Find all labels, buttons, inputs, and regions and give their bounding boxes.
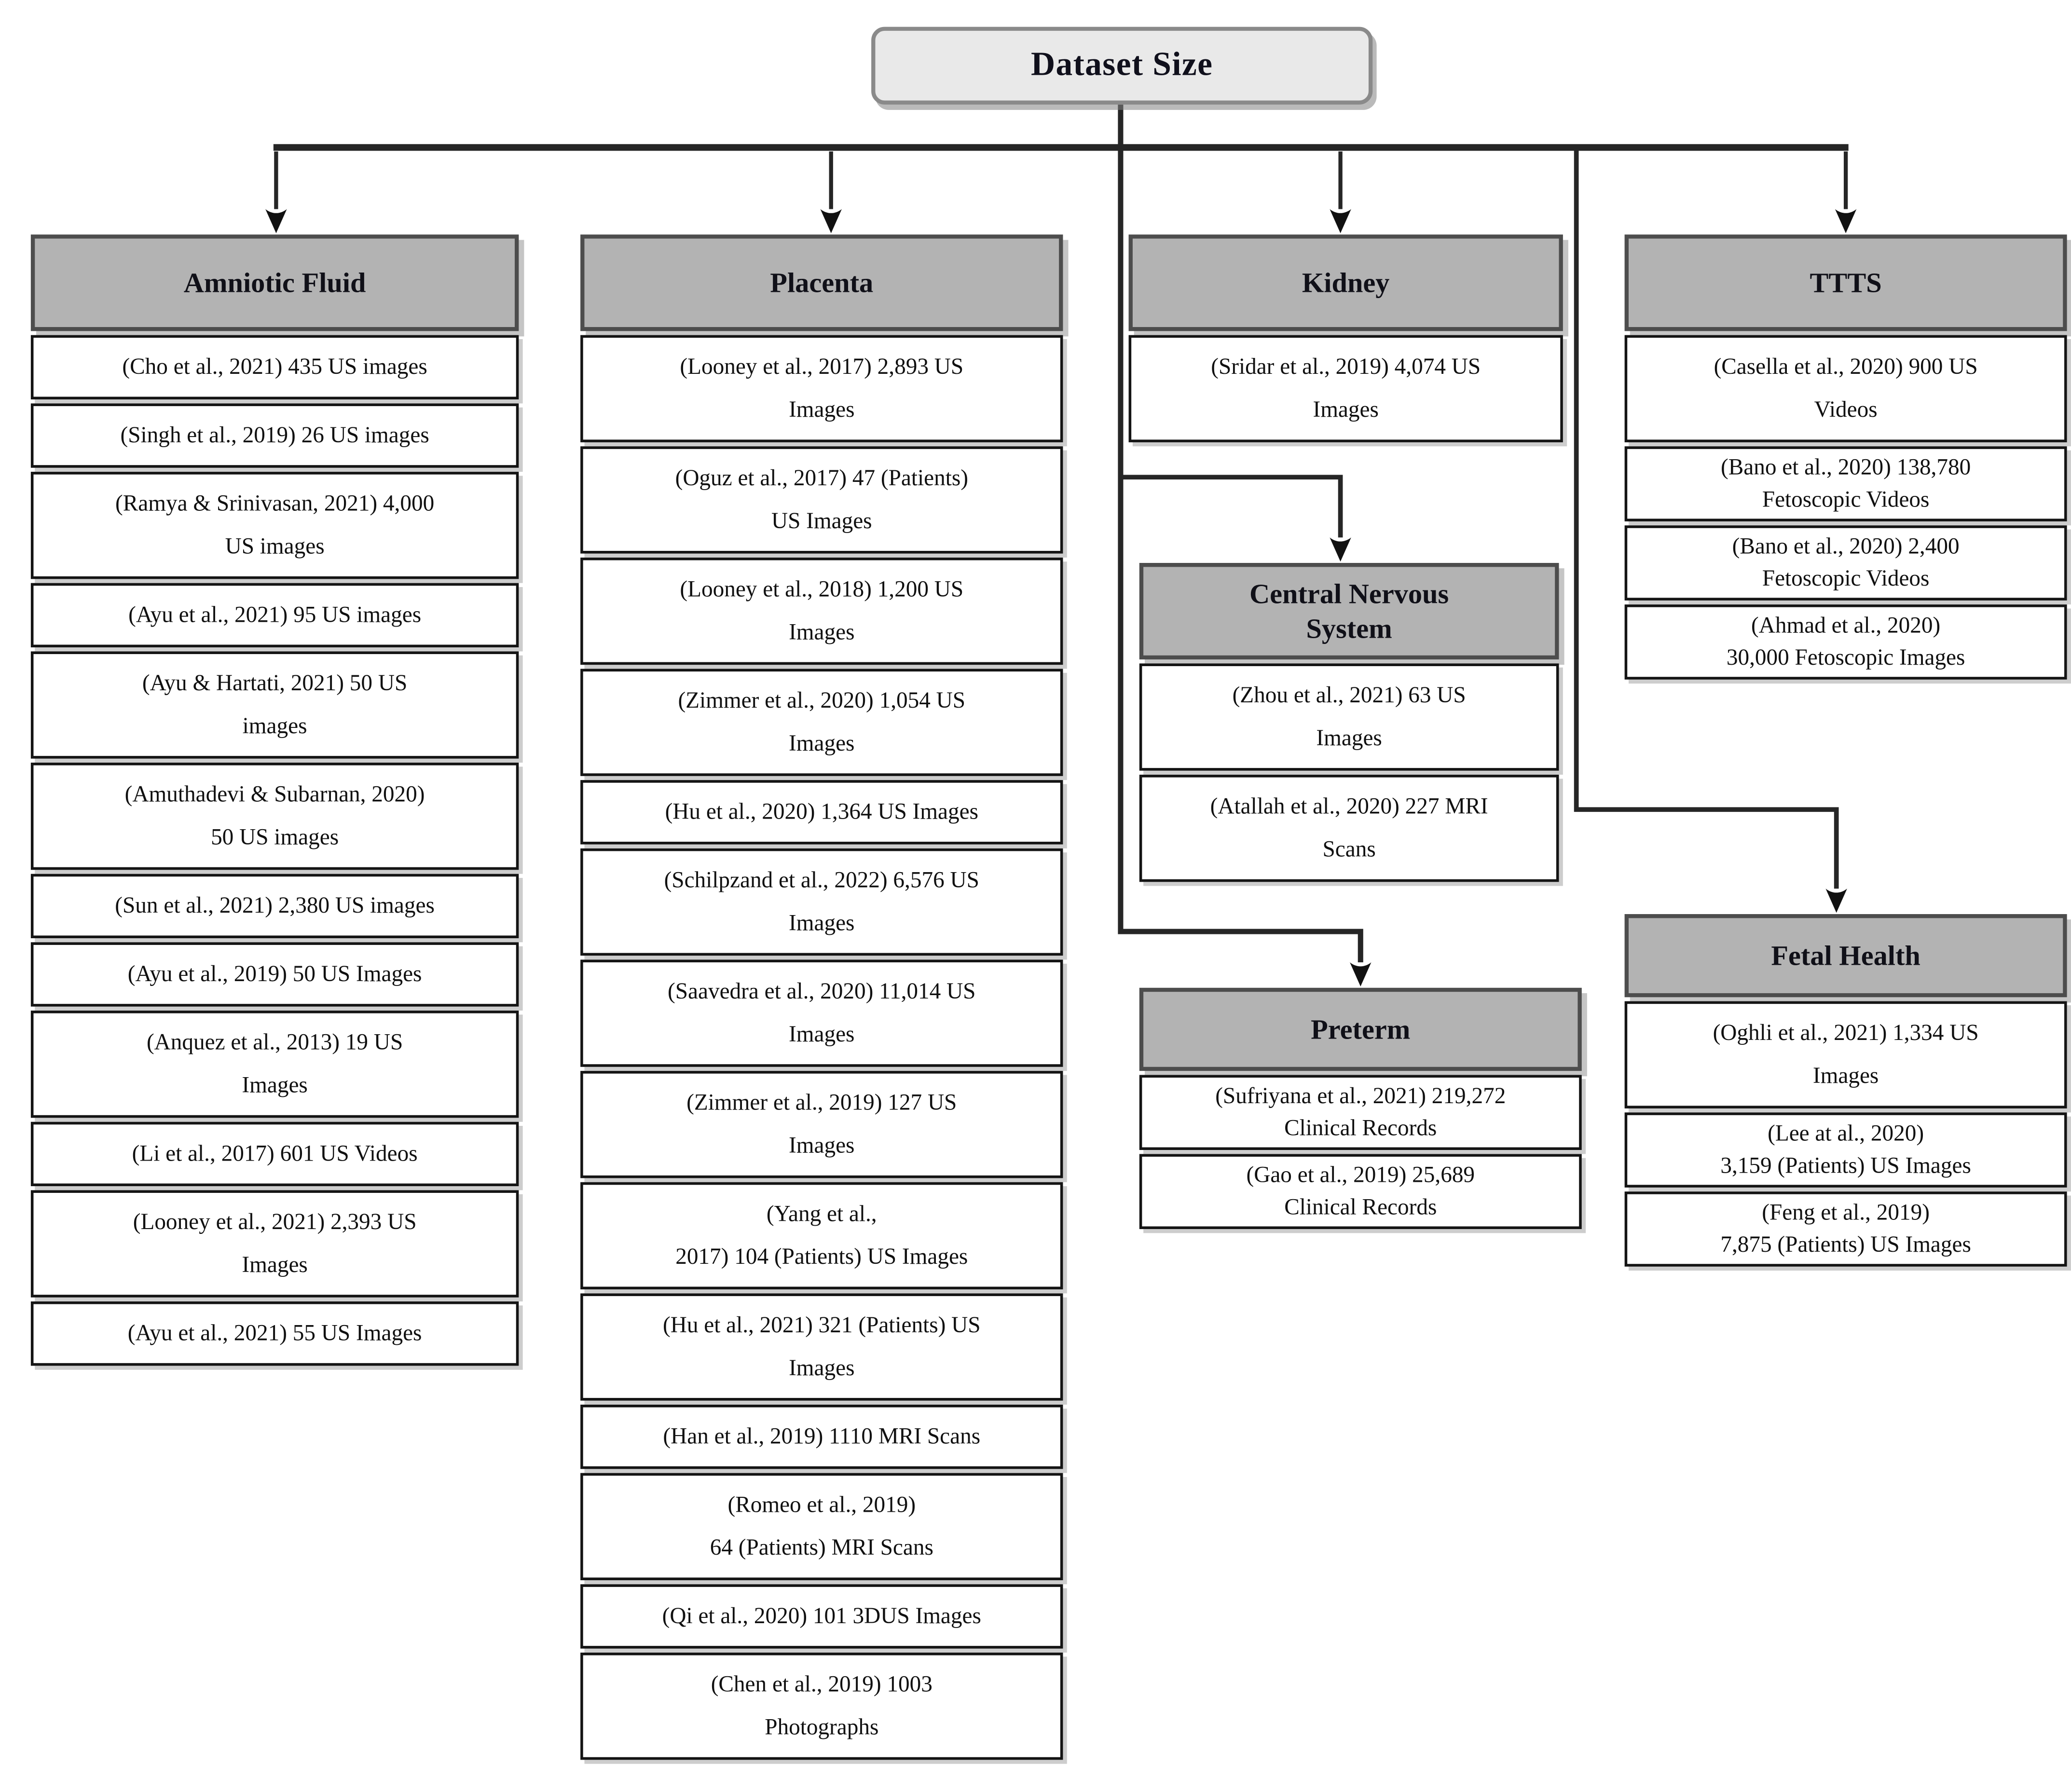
dataset-entry: (Saavedra et al., 2020) 11,014 US Images [580,959,1063,1067]
column-header-label: Placenta [770,266,874,299]
column-header-label: Preterm [1311,1013,1411,1046]
column-header: Central Nervous System [1139,563,1559,660]
column-rows: (Zhou et al., 2021) 63 US Images(Atallah… [1139,663,1559,882]
column-header-label: TTTS [1810,266,1882,299]
dataset-entry: (Oguz et al., 2017) 47 (Patients) US Ima… [580,446,1063,554]
arrow-to-preterm [1118,147,1372,987]
column-header: Fetal Health [1624,914,2067,998]
dataset-entry: (Sridar et al., 2019) 4,074 US Images [1128,335,1563,442]
dataset-entry: (Lee at al., 2020) 3,159 (Patients) US I… [1624,1112,2067,1188]
dataset-entry: (Looney et al., 2017) 2,893 US Images [580,335,1063,442]
dataset-entry: (Cho et al., 2021) 435 US images [30,335,519,400]
dataset-entry: (Qi et al., 2020) 101 3DUS Images [580,1584,1063,1649]
dataset-entry: (Zimmer et al., 2020) 1,054 US Images [580,669,1063,776]
dataset-entry: (Romeo et al., 2019) 64 (Patients) MRI S… [580,1473,1063,1580]
dataset-entry: (Hu et al., 2021) 321 (Patients) US Imag… [580,1293,1063,1401]
root-node-dataset-size: Dataset Size [871,27,1373,105]
column-fetal-health: Fetal Health (Oghli et al., 2021) 1,334 … [1624,914,2067,1267]
column-rows: (Casella et al., 2020) 900 US Videos(Ban… [1624,335,2067,680]
column-header-label: Fetal Health [1771,939,1920,972]
dataset-entry: (Bano et al., 2020) 2,400 Fetoscopic Vid… [1624,525,2067,601]
dataset-entry: (Casella et al., 2020) 900 US Videos [1624,335,2067,442]
dataset-entry: (Amuthadevi & Subarnan, 2020) 50 US imag… [30,763,519,870]
dataset-entry: (Ayu et al., 2021) 55 US Images [30,1301,519,1366]
dataset-entry: (Hu et al., 2020) 1,364 US Images [580,780,1063,845]
arrow-to-cns [1120,475,1351,562]
dataset-entry: (Singh et al., 2019) 26 US images [30,403,519,468]
dataset-entry: (Ayu & Hartati, 2021) 50 US images [30,651,519,759]
dataset-entry: (Zimmer et al., 2019) 127 US Images [580,1071,1063,1178]
column-header: TTTS [1624,234,2067,331]
dataset-entry: (Chen et al., 2019) 1003 Photographs [580,1653,1063,1760]
column-header: Kidney [1128,234,1563,331]
dataset-entry: (Sufriyana et al., 2021) 219,272 Clinica… [1139,1075,1582,1150]
column-header-label: Central Nervous System [1249,577,1449,645]
dataset-entry: (Zhou et al., 2021) 63 US Images [1139,663,1559,771]
dataset-entry: (Sun et al., 2021) 2,380 US images [30,874,519,939]
dataset-entry: (Han et al., 2019) 1110 MRI Scans [580,1404,1063,1469]
column-rows: (Looney et al., 2017) 2,893 US Images(Og… [580,335,1063,1760]
column-preterm: Preterm (Sufriyana et al., 2021) 219,272… [1139,987,1582,1229]
dataset-entry: (Ayu et al., 2021) 95 US images [30,583,519,648]
dataset-entry: (Atallah et al., 2020) 227 MRI Scans [1139,775,1559,882]
dataset-entry: (Looney et al., 2018) 1,200 US Images [580,557,1063,665]
column-placenta: Placenta (Looney et al., 2017) 2,893 US … [580,234,1063,1760]
column-header: Placenta [580,234,1063,331]
column-kidney: Kidney (Sridar et al., 2019) 4,074 US Im… [1128,234,1563,442]
dataset-entry: (Li et al., 2017) 601 US Videos [30,1122,519,1187]
column-header-label: Amniotic Fluid [183,266,366,299]
dataset-entry: (Looney et al., 2021) 2,393 US Images [30,1190,519,1298]
column-ttts: TTTS (Casella et al., 2020) 900 US Video… [1624,234,2067,680]
dataset-entry: (Yang et al., 2017) 104 (Patients) US Im… [580,1182,1063,1290]
column-rows: (Sufriyana et al., 2021) 219,272 Clinica… [1139,1075,1582,1229]
column-rows: (Sridar et al., 2019) 4,074 US Images [1128,335,1563,442]
column-rows: (Oghli et al., 2021) 1,334 US Images(Lee… [1624,1001,2067,1267]
dataset-entry: (Anquez et al., 2013) 19 US Images [30,1011,519,1118]
dataset-entry: (Ayu et al., 2019) 50 US Images [30,942,519,1007]
column-rows: (Cho et al., 2021) 435 US images(Singh e… [30,335,519,1366]
dataset-entry: (Schilpzand et al., 2022) 6,576 US Image… [580,848,1063,956]
root-node-label: Dataset Size [1030,47,1213,83]
column-central-nervous-system: Central Nervous System (Zhou et al., 202… [1139,563,1559,882]
column-header: Amniotic Fluid [30,234,519,331]
dataset-entry: (Oghli et al., 2021) 1,334 US Images [1624,1001,2067,1108]
column-amniotic-fluid: Amniotic Fluid (Cho et al., 2021) 435 US… [30,234,519,1366]
dataset-entry: (Bano et al., 2020) 138,780 Fetoscopic V… [1624,446,2067,521]
dataset-entry: (Feng et al., 2019) 7,875 (Patients) US … [1624,1191,2067,1267]
arrow-to-fetal-health [1574,150,1847,913]
dataset-entry: (Ahmad et al., 2020) 30,000 Fetoscopic I… [1624,604,2067,680]
column-header-label: Kidney [1302,266,1390,299]
column-header: Preterm [1139,987,1582,1071]
dataset-entry: (Ramya & Srinivasan, 2021) 4,000 US imag… [30,472,519,579]
dataset-entry: (Gao et al., 2019) 25,689 Clinical Recor… [1139,1154,1582,1229]
